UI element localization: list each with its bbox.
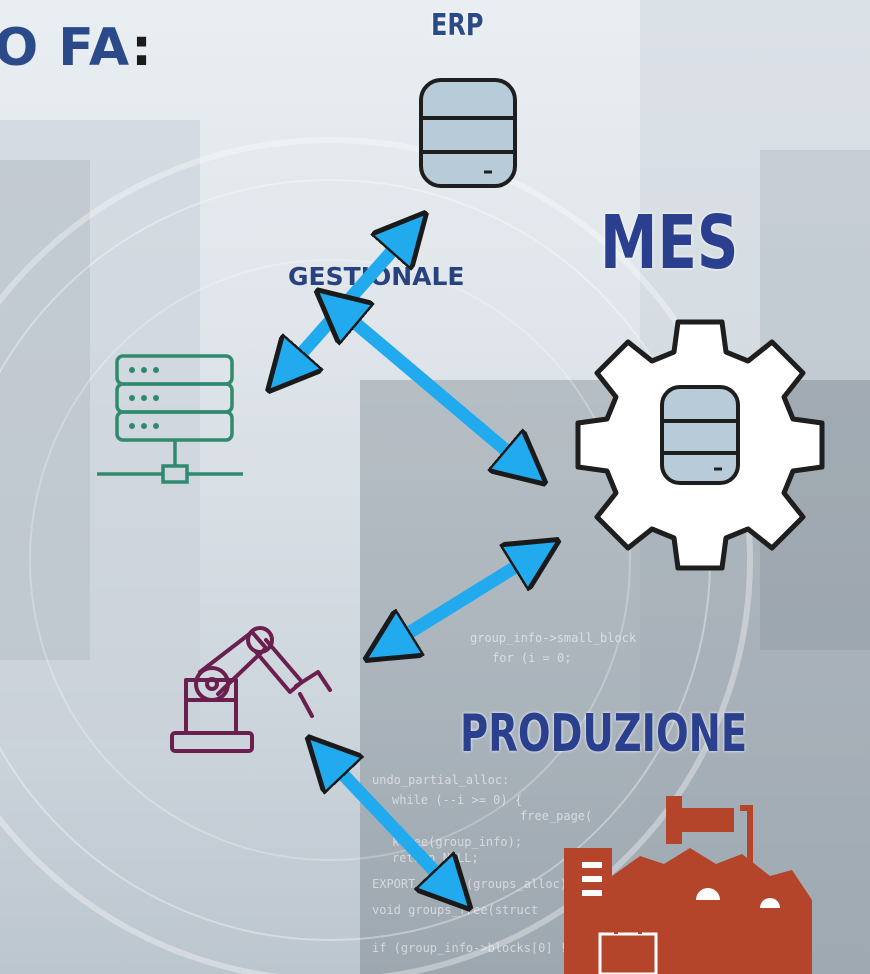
- arrow-gestionale-mes: [328, 300, 534, 474]
- code-line: free_page(: [520, 809, 593, 823]
- arrow-robot-produzione: [318, 748, 460, 898]
- mes-label: MES: [600, 200, 739, 286]
- page-title: O FA:: [0, 18, 153, 78]
- page-title-colon: :: [131, 18, 153, 78]
- arrow-mes-robot: [378, 548, 546, 652]
- erp-label: ERP: [431, 8, 484, 43]
- page-title-text: O FA: [0, 18, 132, 78]
- produzione-label: PRODUZIONE: [460, 704, 748, 764]
